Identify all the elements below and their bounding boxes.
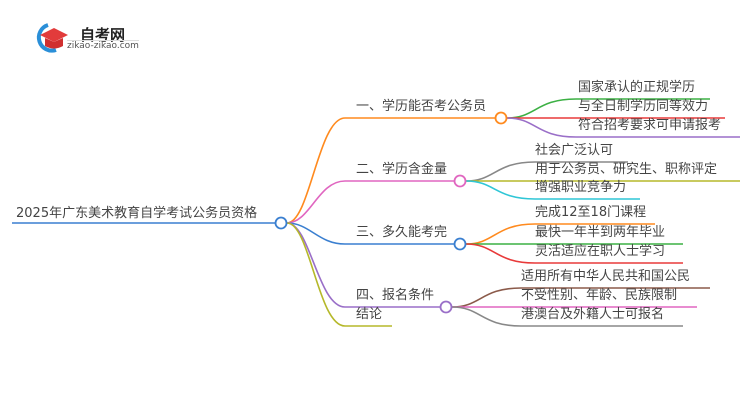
child-label: 社会广泛认可 [535,143,614,158]
root-node-toggle[interactable] [274,216,288,230]
logo-url: zikao-zikao.com [67,40,139,51]
child-label: 用于公务员、研究生、职称评定 [535,162,718,177]
child-line [451,306,683,327]
child-label: 增强职业竞争力 [535,180,627,195]
branch-node-toggle[interactable] [453,237,467,251]
branch-label: 三、多久能考完 [356,225,448,240]
branch-line [286,117,496,224]
branch-label: 二、学历含金量 [356,162,448,177]
child-label: 国家承认的正规学历 [578,80,696,95]
branch-node-toggle[interactable] [453,174,467,188]
root-label: 2025年广东美术教育自学考试公务员资格 [16,206,258,221]
child-label: 不受性别、年龄、民族限制 [521,288,678,303]
branch-line [286,180,455,224]
child-label: 最快一年半到两年毕业 [535,225,666,240]
child-line [465,223,655,245]
child-label: 符合招考要求可申请报考 [578,118,722,133]
child-line [506,117,740,138]
branch-line [286,222,455,245]
child-line [465,180,640,200]
logo-icon [32,20,76,58]
branch-label: 四、报名条件 [356,288,435,303]
child-label: 完成12至18门课程 [535,205,647,220]
logo-title: 自考网 [80,26,126,44]
branch-label: 一、学历能否考公务员 [356,99,487,114]
child-label: 港澳台及外籍人士可报名 [521,307,665,322]
branch-label: 结论 [356,307,383,322]
child-line [465,243,683,264]
branch-node-toggle[interactable] [494,111,508,125]
child-label: 灵活适应在职人士学习 [535,244,666,259]
child-label: 适用所有中华人民共和国公民 [521,269,691,284]
child-label: 与全日制学历同等效力 [578,99,709,114]
branch-node-toggle[interactable] [439,300,453,314]
branch-line [286,222,392,327]
